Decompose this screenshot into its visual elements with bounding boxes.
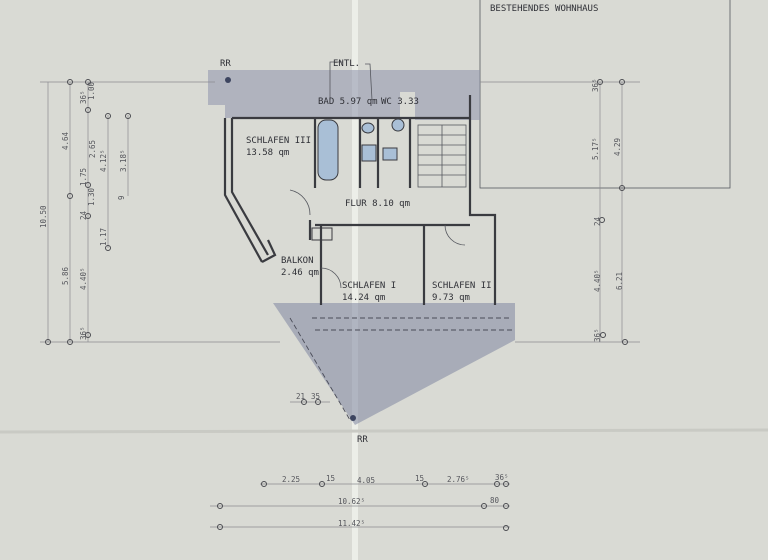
dimension-label: 4.12⁵ — [99, 149, 108, 172]
dimension-label: 36⁵ — [79, 326, 88, 340]
room-schlafen-3: SCHLAFEN III — [246, 136, 311, 146]
dimension-label: 2.25 — [282, 475, 300, 484]
dimension-label: 4.64 — [61, 131, 70, 150]
dimension-label: 10.50 — [39, 205, 48, 228]
dimension-label: 1.17 — [99, 228, 108, 246]
dimension-label: 35 — [311, 392, 320, 401]
staircase — [417, 124, 467, 188]
dimension-label: 2.65 — [88, 140, 97, 158]
toilet-icon — [361, 122, 375, 134]
roof-overhang-bottom — [273, 303, 515, 425]
eave-line — [289, 317, 351, 421]
room-schlafen-2: SCHLAFEN II — [432, 281, 492, 291]
dimension-lines — [40, 81, 640, 528]
bathtub-icon — [317, 119, 339, 181]
dimension-label: 1.75 — [79, 168, 88, 186]
dimension-label: 6.21 — [615, 272, 624, 290]
fold-line-horizontal — [0, 428, 768, 434]
walls — [223, 95, 497, 305]
door-swing — [444, 224, 466, 246]
downpipe-icon — [350, 415, 356, 421]
dimension-label: 4.40⁵ — [593, 269, 602, 292]
downpipe-icon — [225, 77, 231, 83]
dimension-label: 1.00 — [87, 81, 96, 100]
dimension-label: 15 — [415, 474, 424, 483]
rr-marker-bottom: RR — [357, 435, 368, 445]
dimension-label: 4.29 — [613, 138, 622, 156]
roof-overhang-top — [208, 70, 480, 120]
dimension-label: 2.76⁵ — [447, 475, 470, 484]
room-flur: FLUR 8.10 qm — [345, 199, 410, 209]
washbasin-icon — [361, 144, 377, 162]
dimension-label: 24 — [593, 216, 602, 226]
dimension-label: 36⁵ — [591, 78, 600, 92]
dimension-label: 21 — [296, 392, 305, 401]
dimension-label: 5.17⁵ — [591, 137, 600, 160]
dimension-label: 11.42⁵ — [338, 519, 365, 528]
dimension-nodes — [45, 79, 628, 531]
room-schlafen-1-area: 14.24 qm — [342, 293, 385, 303]
vent-leader — [329, 61, 343, 100]
dimension-label: 4.05 — [357, 476, 375, 485]
toilet-icon — [391, 118, 405, 132]
washbasin-icon — [382, 147, 398, 161]
dimension-label: 4.40⁵ — [79, 267, 88, 290]
room-wc: WC 3.33 — [381, 97, 419, 107]
dimension-label: 5.86 — [61, 266, 70, 285]
dimension-label: 9 — [117, 195, 126, 200]
rr-marker-top: RR — [220, 59, 231, 69]
dimension-label: 15 — [326, 474, 335, 483]
existing-house-label: BESTEHENDES WOHNHAUS — [490, 4, 598, 14]
room-balkon-area: 2.46 qm — [281, 268, 319, 278]
room-bad: BAD 5.97 qm — [318, 97, 378, 107]
dimension-label: 10.62⁵ — [338, 497, 365, 506]
room-schlafen-2-area: 9.73 qm — [432, 293, 470, 303]
room-balkon: BALKON — [281, 256, 314, 266]
dimension-label: 1.30 — [87, 187, 96, 206]
dimension-label: 24 — [79, 210, 88, 220]
dimension-label: 3.18⁵ — [119, 149, 128, 172]
room-schlafen-3-area: 13.58 qm — [246, 148, 289, 158]
dimension-label: 80 — [490, 496, 500, 505]
vent-leader — [365, 63, 373, 101]
dimension-label: 36⁵ — [593, 328, 602, 342]
dimension-label: 36⁵ — [79, 90, 88, 104]
door-swing — [320, 267, 342, 289]
sink-icon — [311, 227, 333, 241]
dimension-label: 36⁵ — [495, 473, 509, 482]
room-schlafen-1: SCHLAFEN I — [342, 281, 396, 291]
door-swing — [289, 189, 311, 216]
ventilation-label: ENTL. — [333, 59, 360, 69]
